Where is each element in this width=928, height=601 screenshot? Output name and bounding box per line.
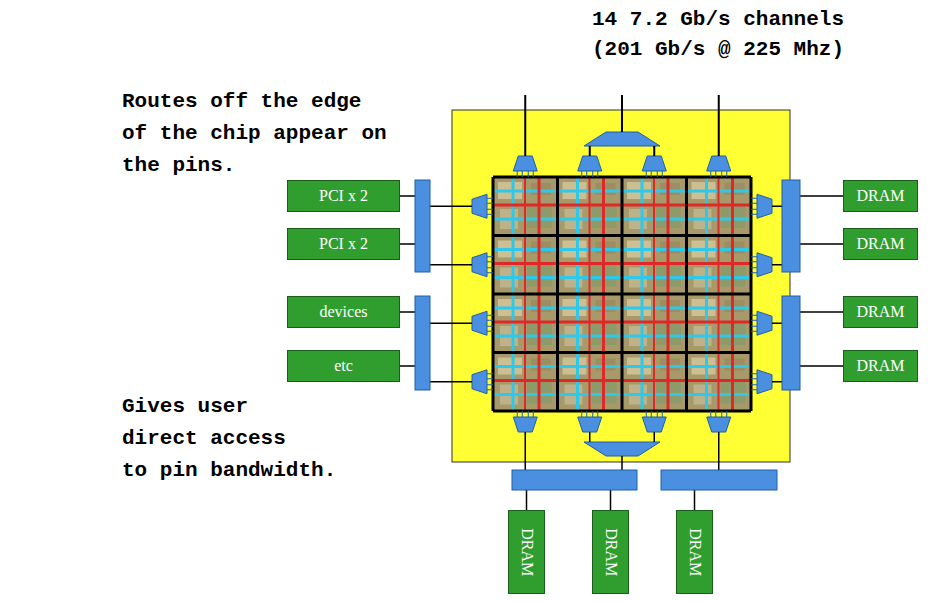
tile [493, 177, 558, 236]
tile [622, 177, 687, 236]
pin-wire [400, 196, 472, 382]
tile [558, 294, 623, 353]
callout-note: Routes off the edge [122, 88, 422, 116]
mux [472, 370, 493, 394]
tile [558, 177, 623, 236]
tile [622, 294, 687, 353]
box-label: DRAM [856, 187, 904, 205]
tile-grid [493, 177, 751, 411]
mux [707, 156, 731, 177]
io-box: PCI x 2 [287, 180, 400, 212]
wide-mux [584, 132, 660, 146]
callout-note: to pin bandwidth. [122, 457, 422, 485]
dram-box-vertical: DRAM [676, 510, 713, 594]
chip-package [452, 110, 790, 462]
callout-note: (201 Gb/s @ 225 Mhz) [528, 36, 908, 64]
box-label: devices [320, 303, 368, 321]
tile [687, 353, 752, 412]
mux [751, 194, 772, 218]
box-label: DRAM [856, 357, 904, 375]
tile [687, 236, 752, 295]
box-label: PCI x 2 [319, 187, 368, 205]
box-label: etc [334, 357, 353, 375]
interface-bar [661, 470, 777, 490]
io-box: DRAM [843, 350, 918, 382]
io-box: PCI x 2 [287, 228, 400, 260]
interface-bar [782, 180, 800, 272]
mux [472, 311, 493, 335]
io-box: etc [287, 350, 400, 382]
mux [707, 411, 731, 432]
tile [493, 236, 558, 295]
interface-bar [415, 296, 430, 390]
pin-wire [525, 95, 719, 156]
callout-note: 14 7.2 Gb/s channels [528, 6, 908, 34]
tile [622, 353, 687, 412]
box-label: DRAM [517, 528, 535, 576]
mux [578, 411, 602, 432]
mux [513, 411, 537, 432]
tile [622, 236, 687, 295]
tile [493, 353, 558, 412]
mux [751, 253, 772, 277]
io-box: DRAM [843, 228, 918, 260]
dram-box-vertical: DRAM [592, 510, 629, 594]
mux [751, 370, 772, 394]
mux [472, 194, 493, 218]
io-box: devices [287, 296, 400, 328]
io-box: DRAM [843, 296, 918, 328]
box-label: DRAM [685, 528, 703, 576]
interface-bar [512, 470, 637, 490]
wide-mux [584, 442, 660, 456]
mux [642, 156, 666, 177]
io-box: DRAM [843, 180, 918, 212]
mux [513, 156, 537, 177]
mux [751, 311, 772, 335]
box-label: DRAM [856, 235, 904, 253]
tile [558, 236, 623, 295]
callout-note: the pins. [122, 152, 422, 180]
callout-note: of the chip appear on [122, 120, 422, 148]
tile [493, 294, 558, 353]
box-label: DRAM [856, 303, 904, 321]
mux [472, 253, 493, 277]
mux [578, 156, 602, 177]
box-label: DRAM [601, 528, 619, 576]
tile [687, 177, 752, 236]
tile [687, 294, 752, 353]
callout-note: Gives user [122, 393, 422, 421]
box-label: PCI x 2 [319, 235, 368, 253]
callout-note: direct access [122, 425, 422, 453]
dram-box-vertical: DRAM [508, 510, 545, 594]
mux [642, 411, 666, 432]
interface-bar [782, 296, 800, 390]
tile [558, 353, 623, 412]
interface-bar [415, 180, 430, 272]
